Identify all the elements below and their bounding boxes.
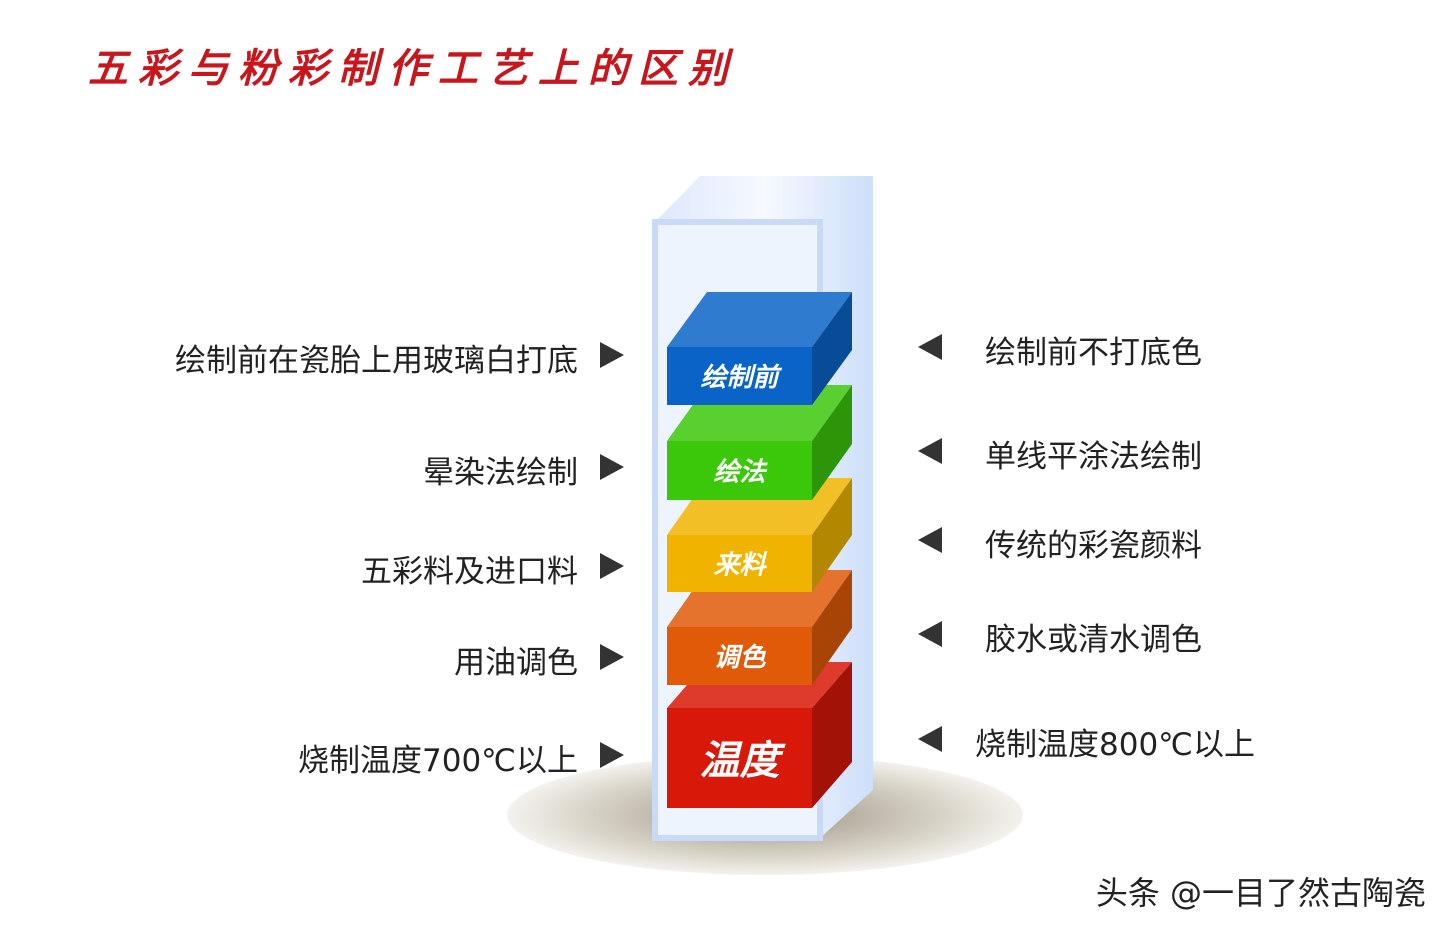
arrow-left-icon — [918, 726, 942, 752]
block-side — [812, 570, 852, 685]
block-front — [667, 708, 812, 808]
arrow-left-icon — [918, 334, 942, 360]
watermark: 头条 @一目了然古陶瓷 — [1095, 874, 1426, 912]
block-front — [667, 627, 812, 685]
left-label: 晕染法绘制 — [423, 455, 578, 491]
block-top — [667, 292, 852, 347]
block-side — [812, 662, 852, 808]
left-label: 烧制温度700℃以上 — [298, 743, 578, 779]
block-label: 调色 — [713, 643, 766, 673]
block-label: 温度 — [700, 738, 787, 784]
right-label: 单线平涂法绘制 — [985, 439, 1202, 475]
block-stack — [667, 292, 852, 808]
block-1 — [667, 292, 852, 405]
right-label: 绘制前不打底色 — [985, 335, 1202, 371]
block-front — [667, 535, 812, 592]
left-label: 用油调色 — [454, 645, 578, 681]
arrow-left-icon — [918, 527, 942, 553]
block-label: 绘制前 — [700, 363, 782, 393]
arrow-right-icon — [600, 644, 624, 670]
block-front — [667, 347, 812, 405]
right-label: 传统的彩瓷颜料 — [985, 528, 1202, 564]
block-side — [812, 385, 852, 500]
page-title: 五彩与粉彩制作工艺上的区别 — [88, 45, 738, 92]
arrow-right-icon — [600, 742, 624, 768]
block-side — [812, 292, 852, 405]
block-label: 绘法 — [713, 458, 768, 488]
block-label: 来料 — [713, 551, 767, 581]
right-label: 烧制温度800℃以上 — [975, 727, 1255, 763]
arrow-left-icon — [918, 438, 942, 464]
arrow-right-icon — [600, 553, 624, 579]
arrow-left-icon — [918, 621, 942, 647]
block-front — [667, 441, 812, 500]
arrow-right-icon — [600, 342, 624, 368]
left-label: 绘制前在瓷胎上用玻璃白打底 — [175, 343, 578, 379]
right-label: 胶水或清水调色 — [985, 622, 1202, 658]
arrow-right-icon — [600, 454, 624, 480]
block-side — [812, 478, 852, 592]
left-label: 五彩料及进口料 — [361, 554, 578, 590]
